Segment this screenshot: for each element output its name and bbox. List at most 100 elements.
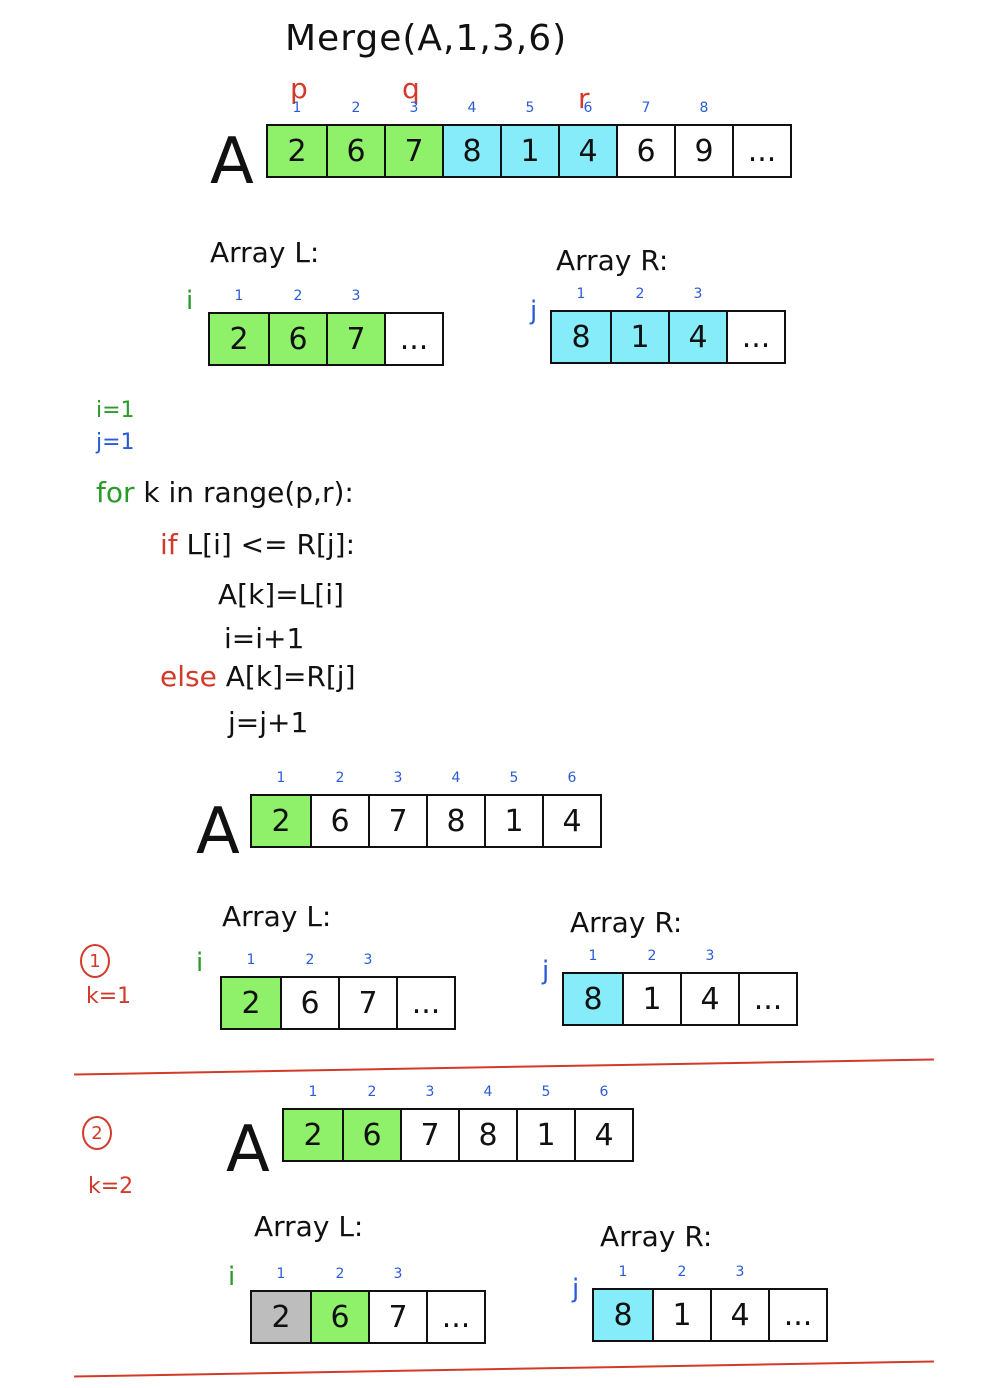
step-2-label: k=2 bbox=[88, 1174, 134, 1199]
cell-value: ... bbox=[441, 1299, 471, 1335]
index-label: 1 bbox=[588, 948, 598, 964]
index-label: 2 bbox=[351, 100, 361, 116]
cell-value: 1 bbox=[520, 133, 540, 169]
index-label: 1 bbox=[576, 286, 586, 302]
j-label-step2: j bbox=[572, 1274, 580, 1304]
index-label: 1 bbox=[234, 288, 244, 304]
cell-value: 2 bbox=[241, 985, 261, 1021]
array-l-label-step1: Array L: bbox=[222, 900, 332, 933]
index-label: 3 bbox=[705, 948, 715, 964]
array-a-name: A bbox=[210, 125, 254, 199]
index-label: 1 bbox=[276, 770, 286, 786]
cell-value: 4 bbox=[562, 803, 582, 839]
cell-value: 1 bbox=[630, 319, 650, 355]
if-keyword: if bbox=[160, 528, 178, 561]
index-label: 2 bbox=[335, 770, 345, 786]
i-label-step2: i bbox=[228, 1262, 236, 1292]
index-label: 5 bbox=[525, 100, 535, 116]
cell-value: 4 bbox=[730, 1297, 750, 1333]
cell-value: 8 bbox=[446, 803, 466, 839]
code-inc-j: j=j+1 bbox=[228, 706, 309, 739]
code-for-line: for k in range(p,r): bbox=[96, 476, 354, 509]
cell-value: 6 bbox=[362, 1117, 382, 1153]
index-label: 3 bbox=[693, 286, 703, 302]
index-label: 1 bbox=[276, 1266, 286, 1282]
index-label: 2 bbox=[647, 948, 657, 964]
index-label: 1 bbox=[246, 952, 256, 968]
cell-value: 6 bbox=[288, 321, 308, 357]
cell-value: 7 bbox=[358, 985, 378, 1021]
index-label: 6 bbox=[599, 1084, 609, 1100]
cell-value: 1 bbox=[672, 1297, 692, 1333]
index-label: 1 bbox=[618, 1264, 628, 1280]
page-title: Merge(A,1,3,6) bbox=[285, 18, 568, 59]
index-label: 6 bbox=[567, 770, 577, 786]
code-init-i: i=1 bbox=[96, 398, 135, 423]
pointer-q-label: q bbox=[402, 72, 420, 105]
array-r-label: Array R: bbox=[556, 244, 669, 277]
index-label: 6 bbox=[583, 100, 593, 116]
array-cell: ... bbox=[426, 1292, 484, 1342]
index-label: 7 bbox=[641, 100, 651, 116]
cell-value: 4 bbox=[594, 1117, 614, 1153]
step-1-label: k=1 bbox=[86, 984, 132, 1009]
cell-value: 6 bbox=[636, 133, 656, 169]
array-cell: ... bbox=[768, 1290, 826, 1340]
index-label: 5 bbox=[541, 1084, 551, 1100]
cell-value: 9 bbox=[694, 133, 714, 169]
cell-value: 4 bbox=[578, 133, 598, 169]
code-else-line: else A[k]=R[j] bbox=[160, 660, 356, 693]
cell-value: 1 bbox=[504, 803, 524, 839]
index-label: 3 bbox=[351, 288, 361, 304]
cell-value: 7 bbox=[388, 1299, 408, 1335]
array-a-name-2: A bbox=[196, 795, 240, 869]
index-label: 3 bbox=[425, 1084, 435, 1100]
index-label: 4 bbox=[483, 1084, 493, 1100]
cell-value: 6 bbox=[330, 803, 350, 839]
index-label: 1 bbox=[292, 100, 302, 116]
pointer-r-label: r bbox=[578, 82, 590, 115]
cell-value: ... bbox=[747, 133, 777, 169]
i-label-step1: i bbox=[196, 948, 204, 978]
for-rest: k in range(p,r): bbox=[143, 476, 354, 509]
array-l-label: Array L: bbox=[210, 236, 320, 269]
array-l-label-step2: Array L: bbox=[254, 1210, 364, 1243]
cell-value: 6 bbox=[346, 133, 366, 169]
index-label: 3 bbox=[393, 770, 403, 786]
else-keyword: else bbox=[160, 660, 217, 693]
code-init-j: j=1 bbox=[96, 430, 135, 455]
cell-value: 2 bbox=[229, 321, 249, 357]
cell-value: 2 bbox=[271, 1299, 291, 1335]
